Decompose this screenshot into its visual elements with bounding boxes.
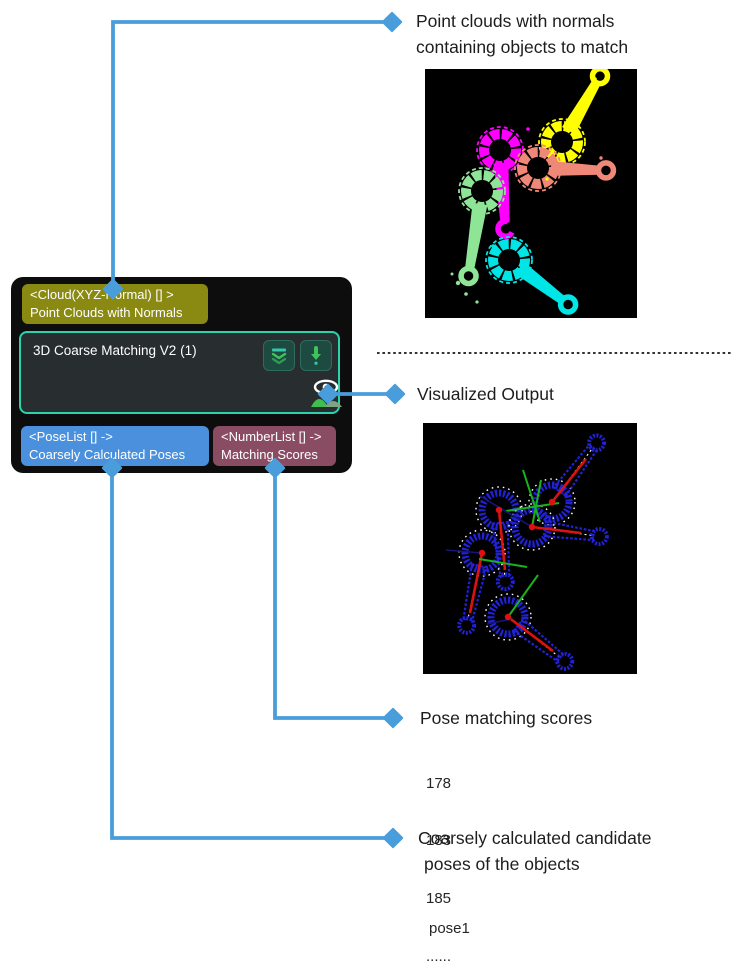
output-port-poses[interactable]: <PoseList [] -> Coarsely Calculated Pose… — [21, 426, 209, 466]
execute-step-button[interactable] — [300, 340, 332, 371]
score-value: 185 — [426, 890, 452, 908]
connector-input — [111, 20, 386, 286]
diamond-annotation-visualized — [384, 383, 406, 405]
score-value: 178 — [426, 774, 452, 792]
diamond-annotation-input — [381, 11, 403, 33]
pose-value: pose1 — [429, 919, 470, 937]
score-values-list: 178 183 185 ...... — [426, 735, 451, 970]
score-value: 183 — [426, 832, 452, 850]
annotation-poses-title: Coarsely calculated candidate poses of t… — [418, 825, 651, 877]
connector-scores — [273, 465, 388, 720]
double-chevron-down-icon — [271, 348, 287, 364]
eye-mountain-icon — [311, 379, 342, 407]
annotation-visualized-output: Visualized Output — [417, 384, 554, 404]
output-visualization-image — [423, 423, 637, 674]
annotation-poses-line1: Coarsely calculated candidate — [418, 828, 652, 848]
output-port-scores[interactable]: <NumberList [] -> Matching Scores — [213, 426, 336, 466]
connector-poses — [110, 465, 388, 840]
matching-node[interactable]: <Cloud(XYZ-Normal) [] > Point Clouds wit… — [11, 277, 352, 473]
scores-port-label: Matching Scores — [221, 447, 318, 462]
diamond-annotation-scores — [382, 707, 404, 729]
input-port-type: <Cloud(XYZ-Normal) [] > — [30, 287, 174, 302]
pose-values-list: pose1 pose2 pose3 ...... — [429, 880, 470, 970]
collapse-parameters-button[interactable] — [263, 340, 295, 371]
input-port-cloud[interactable]: <Cloud(XYZ-Normal) [] > Point Clouds wit… — [22, 284, 208, 324]
score-value-ellipsis: ...... — [426, 948, 452, 966]
annotation-input-line2: containing objects to match — [416, 37, 629, 57]
annotation-scores-title: Pose matching scores — [420, 708, 593, 728]
visualization-toggle[interactable] — [309, 377, 349, 411]
poses-port-label: Coarsely Calculated Poses — [29, 447, 186, 462]
node-title: 3D Coarse Matching V2 (1) — [33, 343, 197, 358]
input-port-label: Point Clouds with Normals — [30, 305, 183, 320]
down-arrow-icon — [311, 345, 321, 365]
poses-port-type: <PoseList [] -> — [29, 429, 113, 444]
diamond-annotation-poses — [382, 827, 404, 849]
annotation-poses-line2: poses of the objects — [424, 854, 580, 874]
input-point-cloud-image — [425, 69, 637, 318]
node-body[interactable]: 3D Coarse Matching V2 (1) — [19, 331, 342, 414]
annotation-input: Point clouds with normals containing obj… — [416, 8, 628, 60]
annotation-input-line1: Point clouds with normals — [416, 11, 615, 31]
scores-port-type: <NumberList [] -> — [221, 429, 322, 444]
